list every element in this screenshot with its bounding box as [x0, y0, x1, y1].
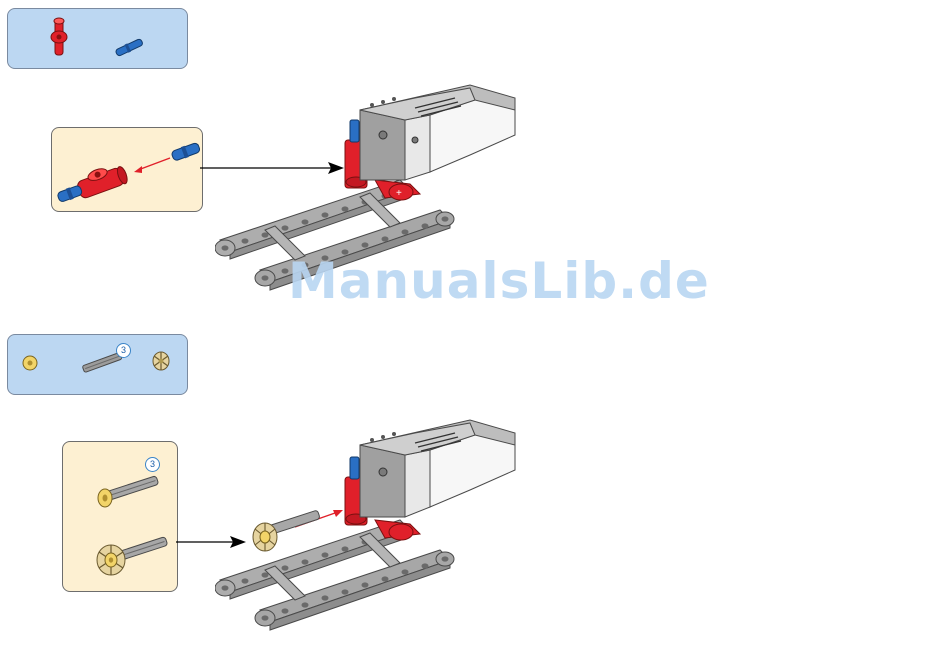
axle-quantity-badge: 3 [116, 343, 131, 358]
step2-model-illustration [215, 415, 520, 635]
bush-axle-subassembly-icon [93, 470, 163, 510]
step2-parts-box: 3 [7, 334, 188, 395]
step2-subassembly-box: 3 [62, 441, 178, 592]
motor [360, 85, 515, 180]
step1-subassembly-box [51, 127, 203, 212]
blue-axle-pin-icon [112, 37, 146, 57]
gear-axle-subassembly-icon [91, 530, 171, 580]
tan-bevel-gear-icon [150, 349, 172, 373]
watermark-text: ManualsLib.de [288, 252, 710, 310]
yellow-bush-icon [20, 353, 40, 373]
red-axle-pin-connector-icon [44, 17, 74, 57]
red-connector-subassembly-icon [56, 132, 200, 208]
svg-text:+: + [396, 188, 402, 199]
step1-parts-box [7, 8, 188, 69]
